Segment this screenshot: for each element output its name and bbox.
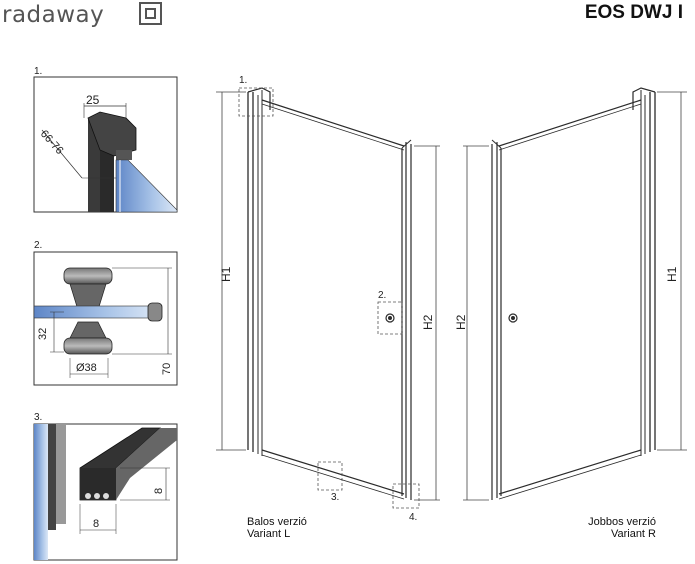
detail-panel-3 (33, 423, 178, 561)
variant-left-caption: Balos verzió Variant L (247, 516, 307, 540)
marker-1: 1. (239, 75, 247, 86)
brand-logo-icon (139, 2, 162, 25)
detail-1-number: 1. (34, 66, 43, 77)
variant-right-line2: Variant R (610, 528, 656, 540)
door-variant-right (463, 87, 687, 501)
marker-3: 3. (331, 492, 339, 503)
detail-panel-2 (33, 251, 178, 386)
variant-left-line1: Balos verzió (247, 516, 307, 528)
model-title: EOS DWJ I (584, 2, 683, 23)
right-dim-h1: H1 (665, 266, 679, 282)
brand-logo-text: radaway (2, 2, 105, 28)
detail-2-number: 2. (34, 240, 43, 251)
detail-2-dim-height: 32 (37, 328, 49, 340)
detail-3-number: 3. (34, 412, 43, 423)
marker-2: 2. (378, 290, 386, 301)
detail-2-dim-diameter: Ø38 (76, 362, 97, 374)
door-variant-left (216, 87, 440, 509)
detail-panel-1 (33, 76, 178, 213)
variant-right-line1: Jobbos verzió (588, 516, 656, 528)
variant-right-caption: Jobbos verzió Variant R (588, 516, 656, 540)
variant-left-line2: Variant L (247, 528, 291, 540)
detail-1-dim-width: 25 (86, 93, 100, 107)
right-dim-h2: H2 (454, 314, 468, 330)
detail-2-dim-offset: 70 (161, 363, 173, 375)
detail-3-dim-height: 8 (153, 488, 165, 494)
left-dim-h1: H1 (219, 266, 233, 282)
left-dim-h2: H2 (421, 314, 435, 330)
detail-3-dim-width: 8 (93, 518, 99, 530)
marker-4: 4. (409, 512, 417, 523)
